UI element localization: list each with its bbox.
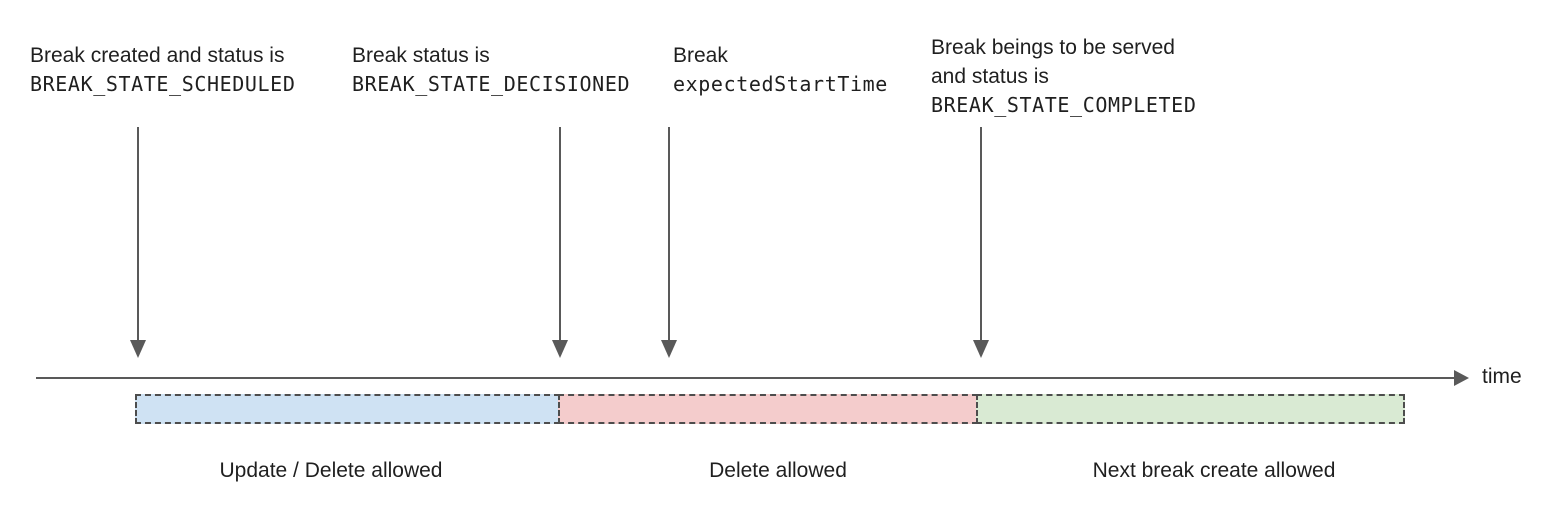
right-arrowhead-icon bbox=[1454, 370, 1469, 386]
annotation-text: Break bbox=[673, 44, 728, 67]
period-bar bbox=[135, 394, 1405, 424]
down-arrow-icon bbox=[661, 127, 677, 358]
annotation-code: expectedStartTime bbox=[673, 72, 888, 96]
segment-label: Update / Delete allowed bbox=[219, 459, 443, 482]
annotation-text: Break created and status is bbox=[30, 44, 285, 67]
annotation-break-decisioned: Break status is BREAK_STATE_DECISIONED bbox=[352, 41, 630, 99]
annotation-break-scheduled: Break created and status is BREAK_STATE_… bbox=[30, 41, 295, 99]
time-axis-line bbox=[36, 377, 1455, 379]
down-arrow-icon bbox=[552, 127, 568, 358]
annotation-text: Break status is bbox=[352, 44, 490, 67]
annotation-code: BREAK_STATE_COMPLETED bbox=[931, 93, 1197, 117]
down-arrow-icon bbox=[973, 127, 989, 358]
annotation-break-completed: Break beings to be served and status is … bbox=[931, 33, 1196, 120]
annotation-text: Break beings to be served bbox=[931, 36, 1175, 59]
segment-update-delete-allowed bbox=[135, 394, 560, 424]
down-arrow-icon bbox=[130, 127, 146, 358]
annotation-code: BREAK_STATE_DECISIONED bbox=[352, 72, 631, 96]
annotation-break-expected-start-time: Break expectedStartTime bbox=[673, 41, 888, 99]
annotation-code: BREAK_STATE_SCHEDULED bbox=[30, 72, 296, 96]
time-axis-label: time bbox=[1482, 365, 1522, 388]
segment-label: Delete allowed bbox=[709, 459, 847, 482]
segment-delete-allowed bbox=[558, 394, 978, 424]
annotation-text: and status is bbox=[931, 65, 1049, 88]
segment-next-break-create-allowed bbox=[976, 394, 1405, 424]
segment-label: Next break create allowed bbox=[1092, 459, 1336, 482]
